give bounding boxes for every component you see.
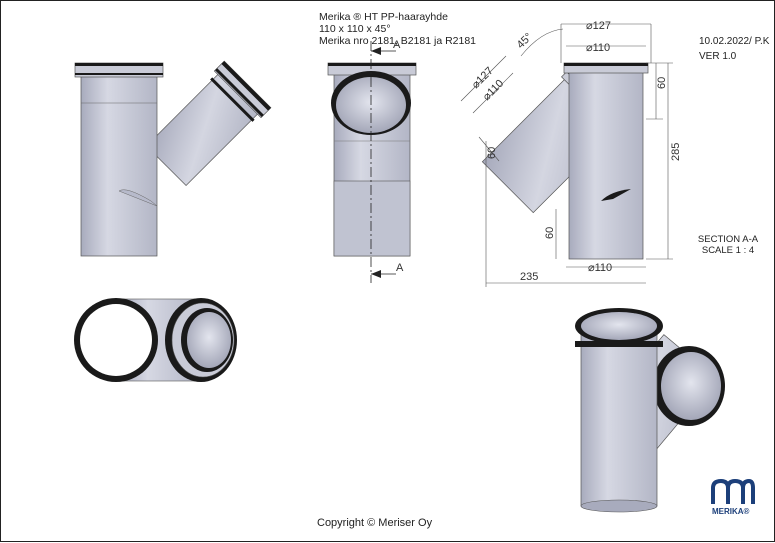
product-size: 110 x 110 x 45° [319, 23, 391, 35]
dimensioned-view [460, 23, 673, 287]
dim-d110-bottom: ⌀110 [588, 262, 612, 274]
merika-logo: MERIKA® [711, 478, 755, 516]
dim-angle: 45° [515, 31, 535, 51]
dim-h60-top: 60 [656, 77, 668, 89]
logo-text: MERIKA® [712, 507, 750, 516]
revision-version: VER 1.0 [699, 51, 737, 62]
product-numbers: Merika nro 2181, B2181 ja R2181 [319, 35, 477, 47]
top-view [74, 298, 237, 382]
dim-h60-bottom: 60 [544, 227, 556, 239]
dim-w235: 235 [520, 271, 538, 283]
title-block: Merika ® HT PP-haarayhde 110 x 110 x 45°… [319, 11, 476, 47]
revision-date: 10.02.2022/ P.K [699, 36, 770, 47]
section-marker-top: A [393, 39, 401, 51]
section-marker-bottom: A [396, 262, 404, 274]
product-title: Merika ® HT PP-haarayhde [319, 11, 448, 23]
dim-h285: 285 [670, 143, 682, 161]
dim-d127-top: ⌀127 [586, 20, 611, 32]
copyright: Copyright © Meriser Oy [317, 517, 433, 529]
front-view [74, 60, 272, 257]
section-scale: SCALE 1 : 4 [701, 245, 755, 256]
dim-d110-top: ⌀110 [586, 42, 610, 54]
section-title: SECTION A-A [697, 234, 759, 245]
section-view [327, 41, 417, 283]
isometric-view [575, 308, 725, 513]
dim-h60-branch: 60 [486, 147, 498, 159]
